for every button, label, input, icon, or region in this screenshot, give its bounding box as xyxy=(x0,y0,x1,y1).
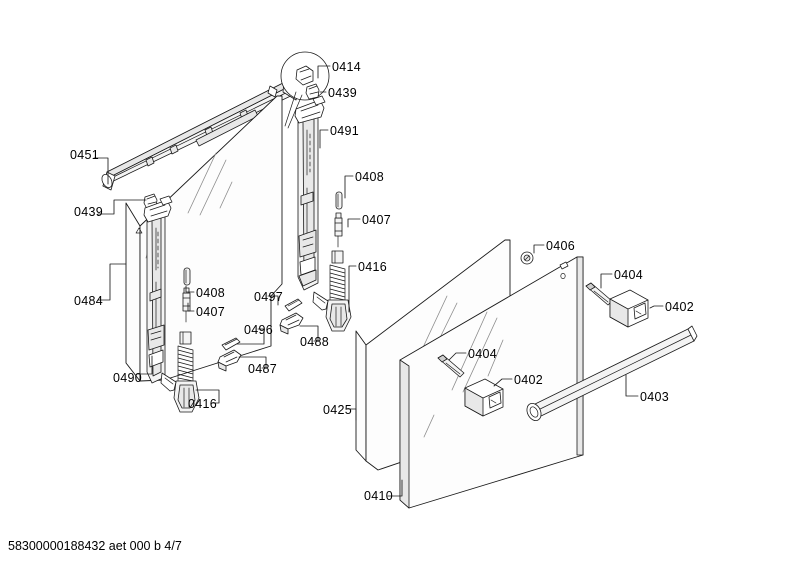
document-footer-code: 58300000188432 aet 000 b 4/7 xyxy=(8,539,182,553)
part-0402-handle-mount-lower xyxy=(464,378,504,417)
part-0407-bushing-center xyxy=(334,212,343,248)
callout-0484: 0484 xyxy=(74,294,104,308)
callout-0406: 0406 xyxy=(546,239,576,253)
callout-0487: 0487 xyxy=(248,362,278,376)
callout-0414: 0414 xyxy=(332,60,362,74)
part-0425-inner-glass-panel xyxy=(355,330,367,462)
callout-0408-left: 0408 xyxy=(196,286,226,300)
callout-0416-center: 0416 xyxy=(358,260,388,274)
part-0416-spring-hinge-center xyxy=(312,250,352,332)
callout-0402-upper: 0402 xyxy=(665,300,695,314)
part-0487-bracket xyxy=(217,349,242,372)
callout-0407-left: 0407 xyxy=(196,305,226,319)
callout-0402-lower: 0402 xyxy=(514,373,544,387)
part-0488-bracket xyxy=(279,312,304,335)
callout-0488: 0488 xyxy=(300,335,330,349)
panel-fixings xyxy=(559,261,569,279)
leader-lines xyxy=(93,65,664,497)
callout-0439-center: 0439 xyxy=(328,86,358,100)
part-0491-hinge-rail-center xyxy=(294,95,326,291)
part-0490-hinge-rail-left xyxy=(143,195,173,384)
callout-0404-upper: 0404 xyxy=(614,268,644,282)
callout-0491: 0491 xyxy=(330,124,360,138)
callout-0416-left: 0416 xyxy=(188,397,218,411)
part-0496-small-bar xyxy=(221,337,241,351)
part-0404-screw-upper xyxy=(585,282,613,306)
callout-0496: 0496 xyxy=(244,323,274,337)
part-0402-handle-mount-upper xyxy=(609,289,649,328)
part-0416-spring-hinge-left xyxy=(160,331,200,413)
callout-0490: 0490 xyxy=(113,371,143,385)
part-0406-grommet xyxy=(520,251,534,265)
part-0408-pin-left xyxy=(183,267,191,286)
part-0408-pin-center xyxy=(335,191,343,210)
callout-0407-center: 0407 xyxy=(362,213,392,227)
callout-0408-center: 0408 xyxy=(355,170,385,184)
part-0404-screw-lower xyxy=(437,354,465,378)
callout-0425: 0425 xyxy=(323,403,353,417)
callout-0439-left: 0439 xyxy=(74,205,104,219)
callout-0497: 0497 xyxy=(254,290,284,304)
part-0439-clip-center xyxy=(305,83,320,100)
part-0497-small-bar xyxy=(284,298,303,312)
part-0451-top-trim-rail xyxy=(101,75,300,191)
callout-0410: 0410 xyxy=(364,489,394,503)
callout-0403: 0403 xyxy=(640,390,670,404)
callout-0451: 0451 xyxy=(70,148,100,162)
callout-0404-lower: 0404 xyxy=(468,347,498,361)
part-0403-handle-bar xyxy=(526,325,698,421)
